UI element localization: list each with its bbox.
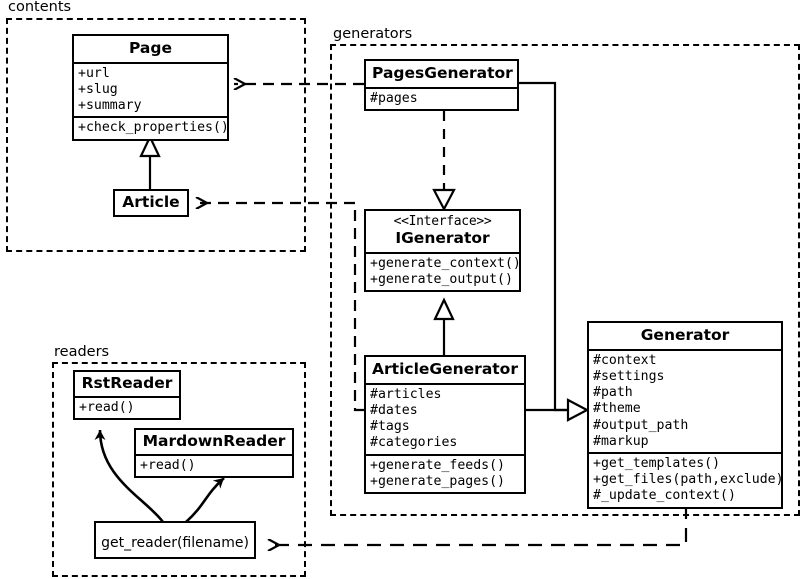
attribute: +summary: [78, 98, 142, 114]
class-generator-attributes: #context #settings #path #theme #output_…: [589, 348, 781, 452]
attribute: #theme: [593, 401, 641, 417]
class-page-methods: +check_properties(): [74, 116, 229, 138]
package-frame-readers: [52, 362, 306, 577]
class-articlegenerator-title-section: ArticleGenerator: [366, 357, 524, 383]
class-articlegenerator-attributes: #articles #dates #tags #categories: [366, 382, 524, 454]
attribute: +url: [78, 65, 110, 81]
class-article-name: Article: [122, 193, 180, 211]
attribute: #markup: [593, 433, 649, 449]
class-generator-methods: +get_templates() +get_files(path,exclude…: [589, 451, 784, 507]
class-box-article[interactable]: Article: [113, 189, 189, 217]
class-mardownreader-methods: +read(): [136, 453, 292, 476]
package-frame-contents: [6, 18, 306, 252]
class-box-pagesgenerator[interactable]: PagesGenerator #pages: [364, 59, 519, 111]
attribute: #settings: [593, 368, 665, 384]
method: +generate_output(): [370, 271, 513, 287]
attribute: #path: [593, 385, 633, 401]
class-box-generator[interactable]: Generator #context #settings #path #them…: [587, 321, 784, 509]
class-igenerator-name: <<Interface>> IGenerator: [366, 211, 519, 252]
attribute: #output_path: [593, 417, 689, 433]
class-igenerator-stereotype: <<Interface>>: [393, 214, 492, 229]
class-rstreader-name: RstReader: [81, 374, 173, 392]
class-igenerator-label: IGenerator: [395, 229, 490, 248]
attribute: +slug: [78, 81, 118, 97]
method: #_update_context(): [593, 488, 736, 504]
method: +read(): [140, 457, 196, 473]
class-mardownreader-name: MardownReader: [142, 432, 286, 450]
method: +generate_feeds(): [370, 457, 505, 473]
class-articlegenerator-name: ArticleGenerator: [372, 360, 518, 378]
class-generator-title-section: Generator: [589, 323, 781, 349]
class-box-articlegenerator[interactable]: ArticleGenerator #articles #dates #tags …: [364, 355, 526, 494]
method: +get_templates(): [593, 455, 721, 471]
class-rstreader-title-section: RstReader: [75, 372, 179, 396]
class-article-title-section: Article: [115, 191, 187, 215]
package-label-contents: contents: [6, 0, 74, 15]
class-page-attributes: +url +slug +summary: [74, 61, 227, 117]
class-pagesgenerator-title-section: PagesGenerator: [366, 61, 517, 87]
attribute: #articles: [370, 386, 442, 402]
class-mardownreader-title-section: MardownReader: [136, 430, 292, 454]
package-label-generators: generators: [331, 26, 415, 42]
class-articlegenerator-methods: +generate_feeds() +generate_pages(): [366, 453, 524, 492]
function-get-reader-label: get_reader(filename): [101, 535, 249, 551]
class-rstreader-methods: +read(): [75, 395, 179, 418]
class-generator-name: Generator: [640, 326, 730, 344]
method: +check_properties(): [78, 120, 229, 136]
attribute: #pages: [370, 90, 418, 106]
method: +read(): [79, 399, 135, 415]
class-page-title-section: Page: [74, 36, 227, 62]
attribute: #dates: [370, 402, 418, 418]
function-box-get-reader[interactable]: get_reader(filename): [94, 521, 256, 559]
class-box-igenerator[interactable]: <<Interface>> IGenerator +generate_conte…: [364, 209, 521, 293]
class-box-rstreader[interactable]: RstReader +read(): [73, 370, 181, 420]
class-pagesgenerator-name: PagesGenerator: [372, 64, 513, 82]
class-igenerator-title-section: <<Interface>> IGenerator: [366, 211, 519, 252]
class-box-mardownreader[interactable]: MardownReader +read(): [134, 428, 294, 478]
method: +get_files(path,exclude): [593, 472, 784, 488]
class-igenerator-methods: +generate_context() +generate_output(): [366, 251, 521, 290]
class-box-page[interactable]: Page +url +slug +summary +check_properti…: [72, 34, 229, 141]
class-pagesgenerator-attributes: #pages: [366, 86, 517, 109]
class-page-name: Page: [128, 39, 172, 57]
attribute: #context: [593, 352, 657, 368]
package-label-readers: readers: [52, 344, 112, 360]
method: +generate_context(): [370, 255, 521, 271]
attribute: #categories: [370, 435, 458, 451]
attribute: #tags: [370, 419, 410, 435]
method: +generate_pages(): [370, 473, 505, 489]
